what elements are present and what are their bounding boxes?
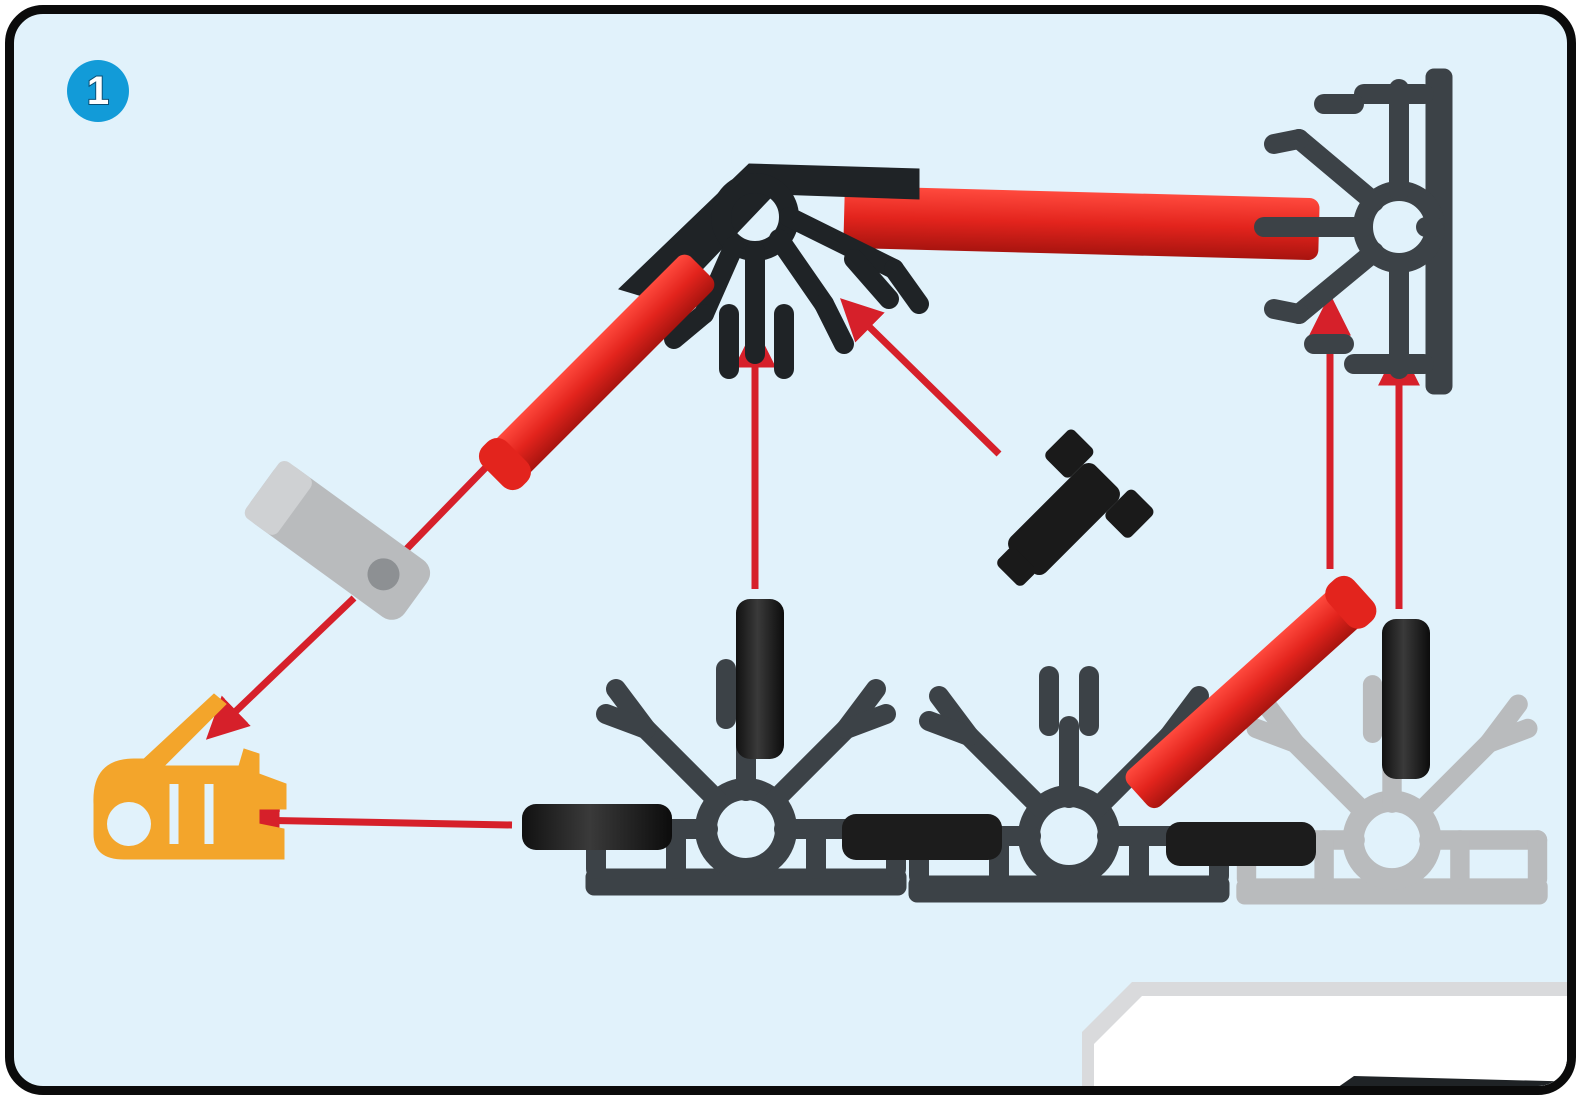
gray-clip xyxy=(244,461,431,620)
red-rod-angled-left xyxy=(478,254,715,491)
black-clip xyxy=(997,429,1154,586)
assembly-diagram xyxy=(93,68,1567,1086)
step-number: 1 xyxy=(86,69,110,113)
red-rod-top xyxy=(843,186,1320,261)
dark-gray-vertical-connector xyxy=(1254,68,1453,395)
arrows xyxy=(205,293,1420,842)
dark-gray-half-wheel-middle xyxy=(909,676,1229,902)
arrow-gray-clip-to-orange xyxy=(205,595,357,740)
preview-inset xyxy=(1082,982,1567,1086)
black-pin xyxy=(522,804,1316,866)
red-rod-diagonal-right xyxy=(1125,575,1377,809)
arrow-pin-to-orange xyxy=(237,799,513,842)
arrow-clip-to-corner xyxy=(840,298,1002,457)
step-number-badge: 1 xyxy=(67,60,129,122)
instruction-panel: 1 xyxy=(5,5,1576,1095)
black-pin xyxy=(736,599,1430,779)
arrow-rod-to-gray-clip xyxy=(389,456,497,567)
orange-connector xyxy=(93,693,287,860)
